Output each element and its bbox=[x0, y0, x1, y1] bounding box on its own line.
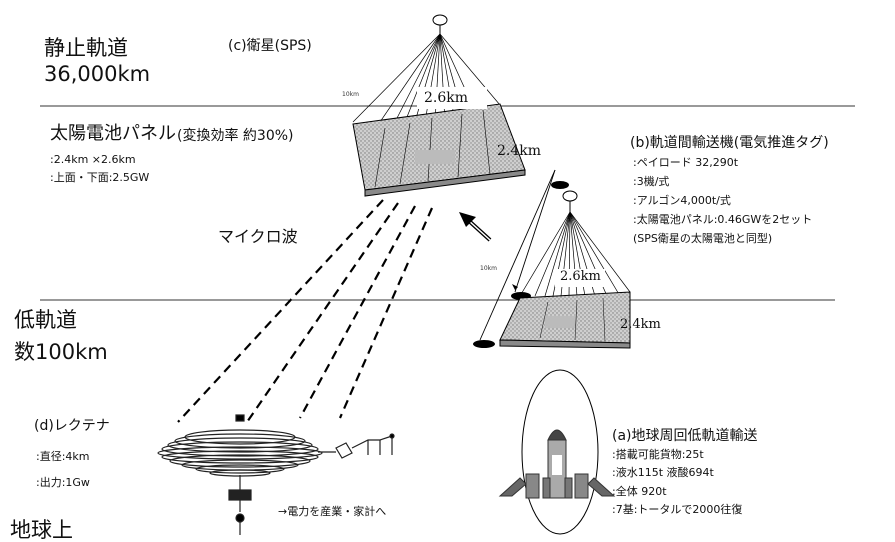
geo-orbit-altitude: 36,000km bbox=[44, 62, 151, 86]
panel-power: :上面・下面:2.5GW bbox=[50, 171, 150, 184]
geo-orbit-label: 静止軌道 bbox=[44, 36, 128, 60]
sps-label: (c)衛星(SPS) bbox=[228, 38, 312, 54]
rocket-line-1: :搭載可能貨物:25t bbox=[612, 448, 704, 461]
otv-dim-24: 2.4km bbox=[620, 317, 661, 332]
rocket-line-4: :7基:トータルで2000往復 bbox=[612, 503, 743, 516]
microwave-label: マイクロ波 bbox=[218, 227, 298, 246]
rectenna-title: (d)レクテナ bbox=[34, 418, 110, 434]
rectenna-note: →電力を産業・家計へ bbox=[278, 505, 387, 518]
otv-dim-10: 10km bbox=[480, 265, 497, 272]
otv-line-1: :ペイロード 32,290t bbox=[633, 156, 739, 169]
rectenna-output: :出力:1Gw bbox=[36, 476, 90, 489]
sps-dim-24: 2.4km bbox=[497, 143, 542, 159]
rectenna-dish bbox=[157, 414, 395, 535]
sps-satellite bbox=[352, 14, 526, 197]
rectenna-diameter: :直径:4km bbox=[36, 450, 90, 463]
panel-title: 太陽電池パネル bbox=[50, 123, 176, 144]
sps-dim-10: 10km bbox=[342, 91, 359, 98]
otv-line-4: :太陽電池パネル:0.46GWを2セット bbox=[633, 213, 813, 226]
otv-line-3: :アルゴン4,000t/式 bbox=[633, 194, 731, 207]
ground-label: 地球上 bbox=[10, 518, 73, 542]
otv-dim-26: 2.6km bbox=[560, 269, 601, 284]
rocket-vehicle bbox=[498, 429, 616, 499]
rocket-line-2: :液水115t 液酸694t bbox=[612, 466, 714, 479]
transfer-arrow bbox=[459, 212, 492, 242]
leo-orbit-altitude: 数100km bbox=[14, 340, 108, 364]
leo-orbit-label: 低軌道 bbox=[14, 308, 77, 332]
otv-line-2: :3機/式 bbox=[633, 175, 670, 188]
otv-line-5: (SPS衛星の太陽電池と同型) bbox=[633, 232, 773, 245]
panel-efficiency: (変換効率 約30%) bbox=[177, 128, 294, 144]
otv-vehicle bbox=[473, 169, 631, 349]
rocket-line-3: :全体 920t bbox=[612, 485, 667, 498]
microwave-beams bbox=[177, 199, 434, 426]
sps-dim-26: 2.6km bbox=[424, 90, 469, 106]
rocket-title: (a)地球周回低軌道輸送 bbox=[612, 428, 758, 444]
panel-size: :2.4km ×2.6km bbox=[50, 153, 136, 166]
otv-title: (b)軌道間輸送機(電気推進タグ) bbox=[630, 135, 829, 151]
